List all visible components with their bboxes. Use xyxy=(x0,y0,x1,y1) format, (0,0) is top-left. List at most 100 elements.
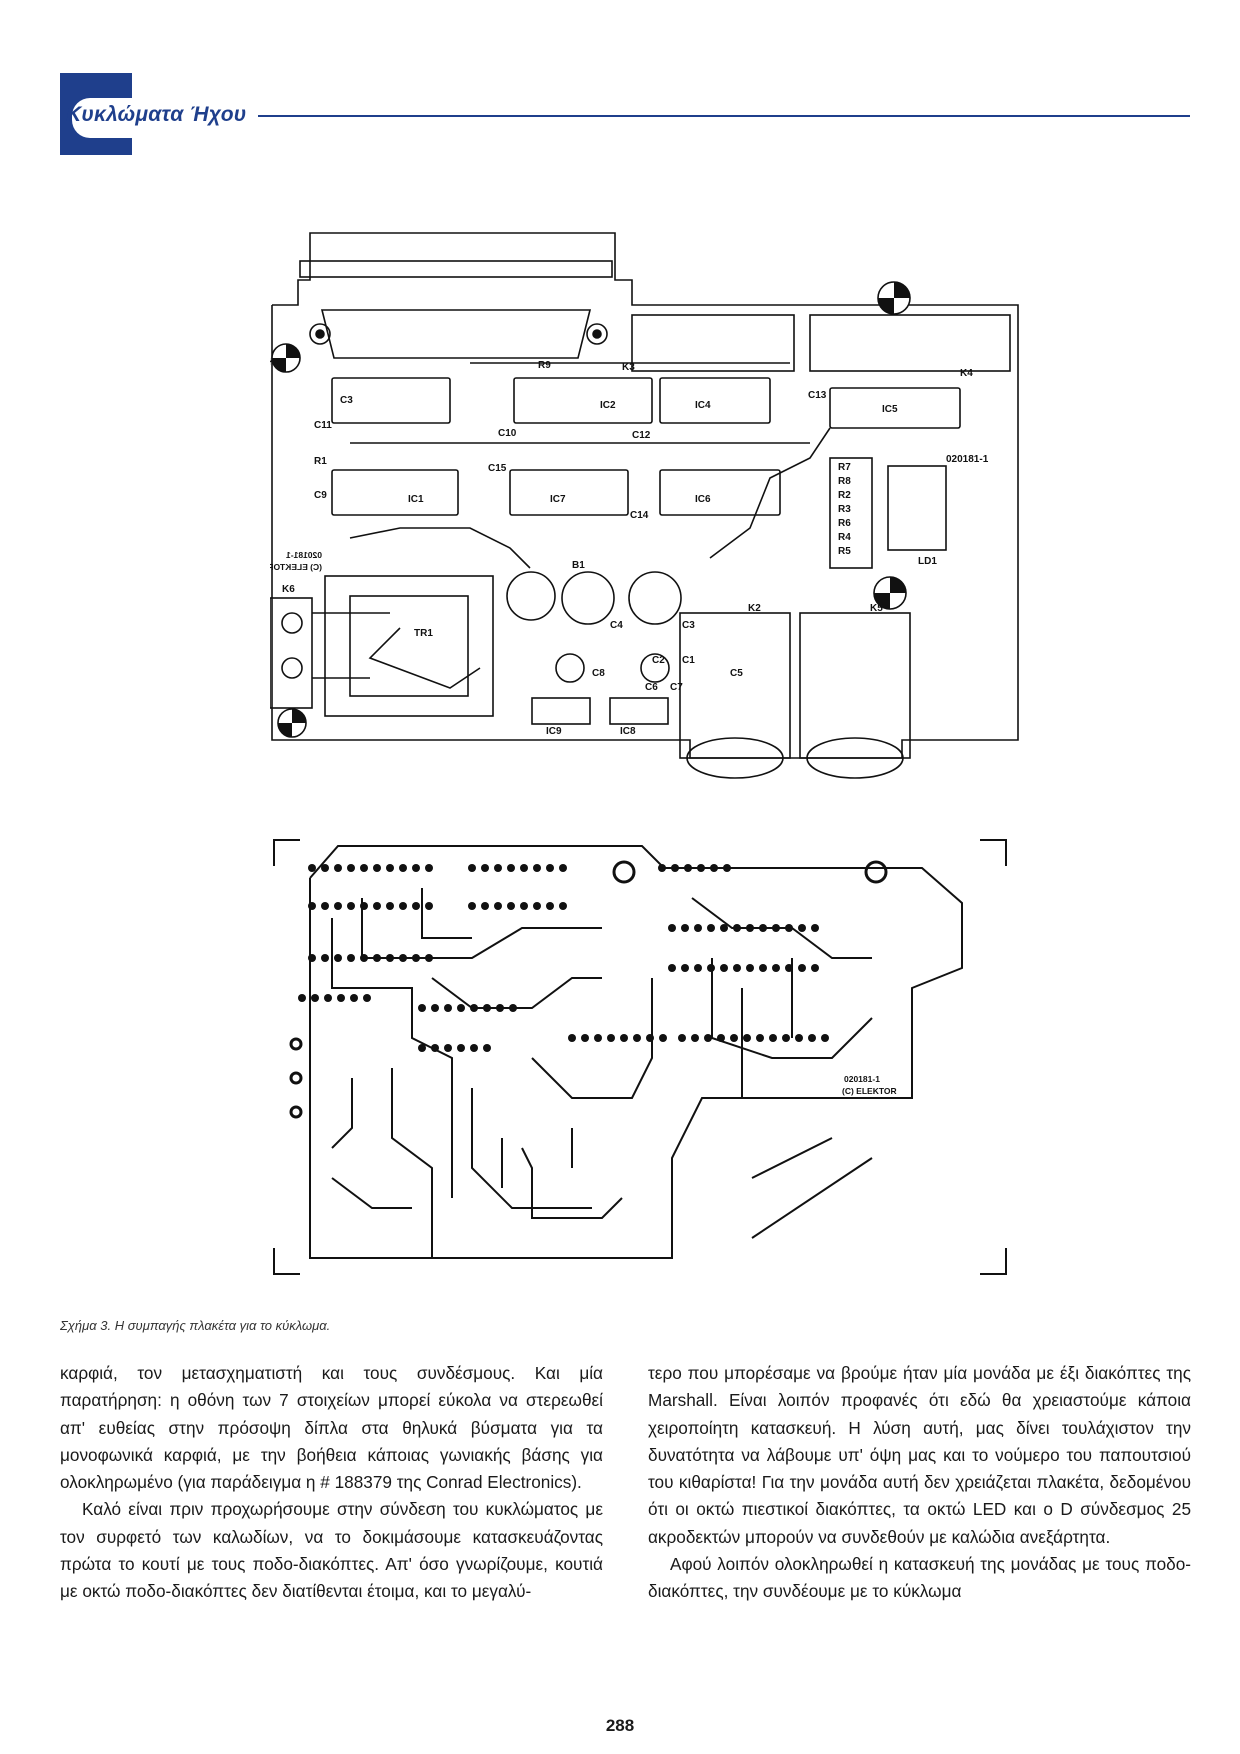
copper-pad xyxy=(684,864,692,872)
copper-pad xyxy=(723,864,731,872)
copper-pad xyxy=(418,1004,426,1012)
label-r2: R2 xyxy=(838,490,851,501)
board-code-mirrored: 020181-1 xyxy=(286,550,322,560)
copper-pad xyxy=(386,902,394,910)
label-c5: C5 xyxy=(730,668,743,679)
copper-pad xyxy=(347,864,355,872)
copper-pad xyxy=(412,954,420,962)
label-c11: C11 xyxy=(314,420,332,431)
section-title: Κυκλώματα Ήχου xyxy=(66,103,247,126)
copper-pad xyxy=(347,954,355,962)
label-k5: K5 xyxy=(870,603,883,614)
label-ic8: IC8 xyxy=(620,726,636,737)
label-k2: K2 xyxy=(748,603,761,614)
copper-pad xyxy=(425,864,433,872)
copper-pad xyxy=(710,864,718,872)
copper-pad xyxy=(324,994,332,1002)
right-column: τερο που μπορέσαμε να βρούμε ήταν μία μο… xyxy=(648,1360,1191,1606)
label-ic2: IC2 xyxy=(600,400,616,411)
label-c6: C6 xyxy=(645,682,658,693)
copper-pad xyxy=(321,902,329,910)
label-c9: C9 xyxy=(314,490,327,501)
copper-pad xyxy=(607,1034,615,1042)
label-ic9: IC9 xyxy=(546,726,562,737)
mount-hole xyxy=(612,860,636,884)
copper-pad xyxy=(520,902,528,910)
copper-pad xyxy=(733,964,741,972)
copper-pad xyxy=(399,864,407,872)
label-c7: C7 xyxy=(670,682,683,693)
copper-pad xyxy=(533,864,541,872)
copper-pad xyxy=(659,1034,667,1042)
copper-pad xyxy=(798,924,806,932)
copper-pad xyxy=(507,902,515,910)
copper-pad xyxy=(759,964,767,972)
copper-pad xyxy=(730,1034,738,1042)
copper-pad xyxy=(772,924,780,932)
copper-board-credit: (C) ELEKTOR xyxy=(842,1086,897,1096)
copper-pad xyxy=(431,1004,439,1012)
copper-pad xyxy=(594,1034,602,1042)
copper-pad xyxy=(468,864,476,872)
label-c1: C1 xyxy=(682,655,695,666)
copper-pad xyxy=(782,1034,790,1042)
paragraph: καρφιά, τον μετασχηματιστή και τους συνδ… xyxy=(60,1363,603,1493)
copper-pad xyxy=(412,902,420,910)
copper-pad xyxy=(668,964,676,972)
copper-pad xyxy=(360,864,368,872)
paragraph: τερο που μπορέσαμε να βρούμε ήταν μία μο… xyxy=(648,1363,1191,1547)
label-c12: C12 xyxy=(632,430,651,441)
copper-pad-rows xyxy=(298,864,829,1052)
copper-pad xyxy=(494,902,502,910)
copper-pad xyxy=(756,1034,764,1042)
copper-pad xyxy=(811,964,819,972)
copper-pad xyxy=(311,994,319,1002)
label-k1: K1 xyxy=(270,357,281,368)
copper-pad xyxy=(308,864,316,872)
copper-pad xyxy=(470,1004,478,1012)
left-column: καρφιά, τον μετασχηματιστή και τους συνδ… xyxy=(60,1360,603,1606)
copper-pad xyxy=(520,864,528,872)
copper-pad xyxy=(386,954,394,962)
copper-pad xyxy=(373,864,381,872)
copper-pad xyxy=(717,1034,725,1042)
copper-pad xyxy=(533,902,541,910)
copper-pad xyxy=(785,964,793,972)
label-r9: R9 xyxy=(538,360,551,371)
label-c3b: C3 xyxy=(682,620,695,631)
copper-pad xyxy=(321,864,329,872)
copper-pad xyxy=(704,1034,712,1042)
copper-pad xyxy=(308,954,316,962)
figure-caption: Σχήμα 3. Η συμπαγής πλακέτα για το κύκλω… xyxy=(60,1318,331,1333)
copper-pad xyxy=(481,902,489,910)
copper-pad xyxy=(494,864,502,872)
label-c14: C14 xyxy=(630,510,649,521)
label-k3: K3 xyxy=(622,362,635,373)
copper-pad xyxy=(581,1034,589,1042)
label-ic7: IC7 xyxy=(550,494,566,505)
label-c10: C10 xyxy=(498,428,517,439)
copper-pad xyxy=(470,1044,478,1052)
copper-pad xyxy=(444,1044,452,1052)
label-k6: K6 xyxy=(282,584,295,595)
copper-pad xyxy=(678,1034,686,1042)
copper-pad xyxy=(418,1044,426,1052)
copper-pad xyxy=(681,964,689,972)
copper-pad xyxy=(769,1034,777,1042)
copper-pad xyxy=(697,864,705,872)
label-ic4: IC4 xyxy=(695,400,711,411)
copper-pad xyxy=(733,924,741,932)
copper-pad xyxy=(668,924,676,932)
copper-pad xyxy=(568,1034,576,1042)
label-c13: C13 xyxy=(808,390,827,401)
copper-pad xyxy=(798,964,806,972)
label-ic6: IC6 xyxy=(695,494,711,505)
label-r1: R1 xyxy=(314,456,327,467)
label-b1: B1 xyxy=(572,560,585,571)
copper-pad xyxy=(559,902,567,910)
copper-pad xyxy=(720,964,728,972)
page-number: 288 xyxy=(605,1716,635,1735)
label-r3: R3 xyxy=(838,504,851,515)
copper-pad xyxy=(546,864,554,872)
copper-pad xyxy=(795,1034,803,1042)
